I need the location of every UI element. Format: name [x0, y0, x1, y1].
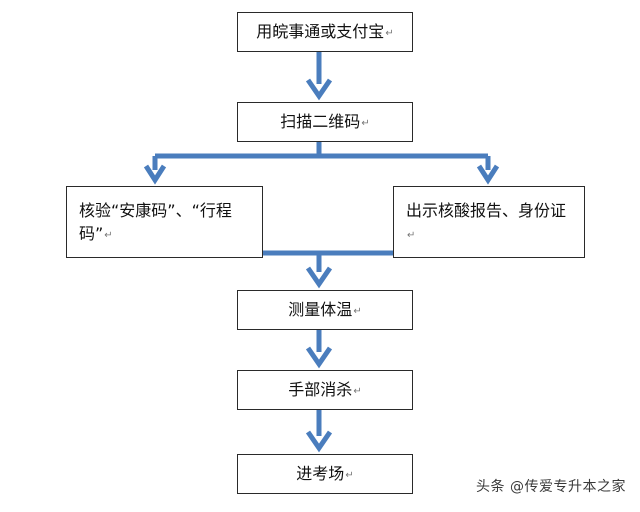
watermark: 头条 @传爱专升本之家: [476, 479, 626, 495]
arrowhead-step2: [305, 78, 333, 101]
step-use-app-label: 用皖事通或支付宝: [256, 22, 385, 42]
arrowhead-step7: [305, 430, 333, 453]
paragraph-mark-icon: ↵: [385, 28, 394, 40]
step-scan-qr-label: 扫描二维码: [280, 112, 361, 132]
step-hand-sanitize-label: 手部消杀: [288, 380, 353, 400]
step-verify-codes-label: 核验“安康码”、“行程码”: [79, 200, 232, 243]
paragraph-mark-icon: ↵: [407, 230, 416, 241]
paragraph-mark-icon: ↵: [353, 386, 362, 398]
paragraph-mark-icon: ↵: [345, 470, 354, 482]
step-show-report-label: 出示核酸报告、身份证: [406, 200, 567, 220]
step-scan-qr: 扫描二维码↵: [237, 102, 413, 142]
step-measure-temperature: 测量体温↵: [237, 290, 413, 330]
step-show-report: 出示核酸报告、身份证 ↵: [393, 186, 585, 258]
paragraph-mark-icon: ↵: [361, 118, 370, 130]
arrowhead-step6: [305, 346, 333, 369]
arrowhead-step3: [143, 164, 167, 185]
step-enter-exam-room-label: 进考场: [296, 464, 345, 484]
step-use-app: 用皖事通或支付宝↵: [237, 12, 413, 52]
paragraph-mark-icon: ↵: [104, 230, 113, 241]
arrowhead-step4: [476, 164, 500, 185]
step-enter-exam-room: 进考场↵: [237, 454, 413, 494]
paragraph-mark-icon: ↵: [353, 306, 362, 318]
arrowhead-step5: [305, 266, 333, 289]
step-measure-temperature-label: 测量体温: [288, 300, 353, 320]
step-hand-sanitize: 手部消杀↵: [237, 370, 413, 410]
step-verify-codes: 核验“安康码”、“行程码”↵: [66, 186, 263, 258]
